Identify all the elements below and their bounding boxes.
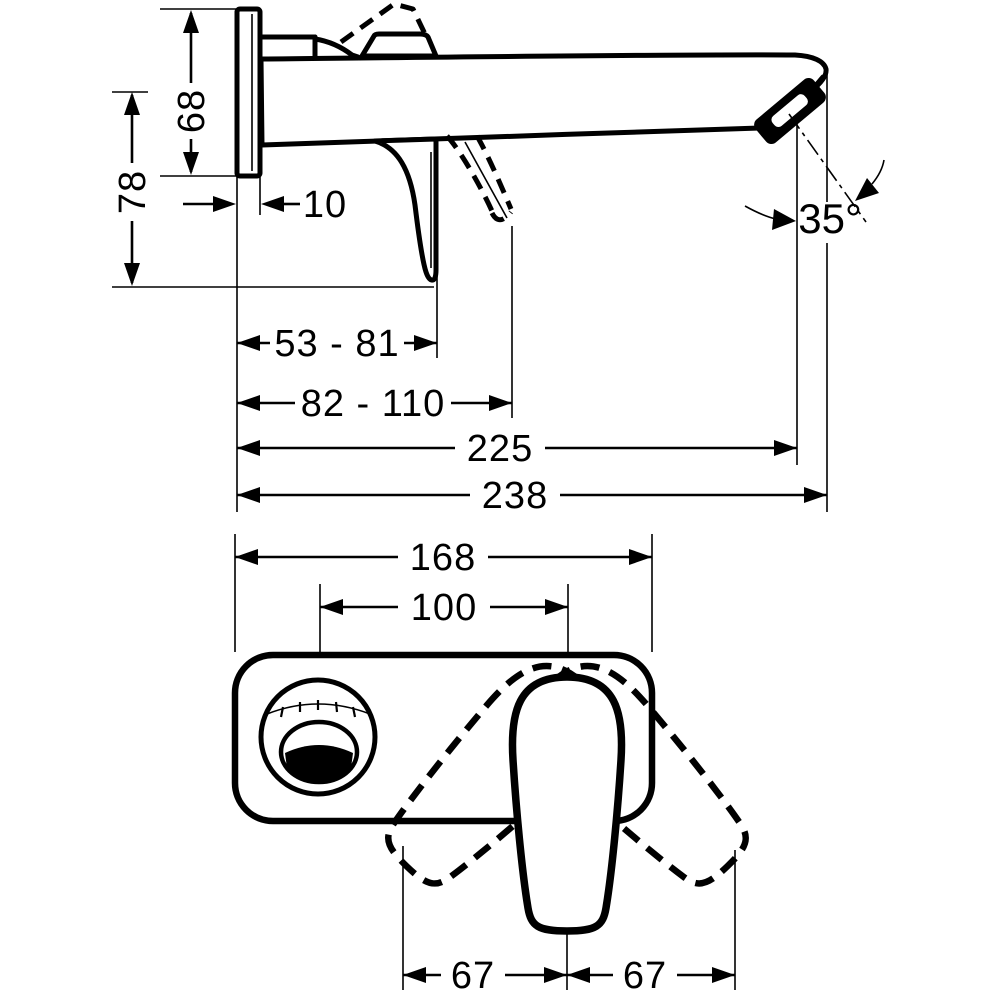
angle-reference-line bbox=[788, 113, 867, 223]
dim-lever-open-reach-label: 82 - 110 bbox=[301, 383, 446, 425]
dim-lever-swing-right-label: 67 bbox=[623, 955, 667, 997]
handle-front-solid bbox=[508, 673, 626, 935]
angle-arrow-left bbox=[772, 209, 796, 230]
dim-aerator-projection-label: 225 bbox=[467, 428, 533, 470]
handle-front-dashed-right bbox=[529, 662, 749, 887]
dim-lever-open-reach: 82 - 110 bbox=[237, 383, 512, 425]
dim-spout-length-label: 238 bbox=[482, 475, 548, 517]
aerator-front-blob bbox=[285, 745, 353, 782]
dim-plate-depth: 10 bbox=[183, 184, 347, 226]
spout-cut-face-edge bbox=[809, 74, 826, 93]
dim-aerator-projection: 225 bbox=[237, 428, 797, 470]
angle-annotation: 35° bbox=[744, 113, 885, 242]
dim-lever-closed-reach-label: 53 - 81 bbox=[274, 323, 399, 365]
handle-front-dashed-left bbox=[385, 662, 605, 887]
dim-height-overall: 78 bbox=[112, 92, 154, 286]
angle-arc-left bbox=[744, 205, 777, 220]
dim-plate-width-label: 168 bbox=[410, 537, 476, 579]
dim-lever-swing: 67 67 bbox=[403, 955, 735, 997]
dim-centers-distance: 100 bbox=[320, 587, 568, 629]
dim-plate-width: 168 bbox=[235, 537, 652, 579]
front-view: 168 100 bbox=[231, 534, 749, 997]
wall-plate-side bbox=[234, 6, 263, 179]
dim-lever-swing-left-label: 67 bbox=[451, 955, 495, 997]
dim-plate-depth-label: 10 bbox=[303, 184, 347, 226]
angle-label: 35° bbox=[798, 195, 862, 242]
dim-plate-height-label: 68 bbox=[171, 89, 213, 133]
spout-outlet-front bbox=[258, 677, 378, 797]
spout-knurl-ticks bbox=[279, 700, 357, 718]
spout-body bbox=[258, 52, 829, 148]
dim-centers-distance-label: 100 bbox=[411, 587, 477, 629]
lever-side-raised-dashed bbox=[339, 1, 428, 45]
aerator-slot bbox=[771, 94, 808, 128]
dim-plate-height: 68 bbox=[171, 10, 213, 175]
lever-side-down bbox=[372, 136, 439, 283]
lever-side-closed bbox=[359, 31, 439, 59]
angle-arrow-right bbox=[855, 178, 879, 201]
dim-spout-length: 238 bbox=[237, 475, 827, 517]
dim-lever-closed-reach: 53 - 81 bbox=[237, 323, 437, 365]
lever-collar bbox=[259, 34, 361, 60]
lever-side-open-dashed bbox=[445, 134, 514, 223]
dim-height-overall-label: 78 bbox=[112, 170, 154, 214]
aerator bbox=[754, 74, 826, 145]
side-view: 68 78 10 53 - 81 bbox=[112, 1, 885, 517]
angle-arc-right bbox=[871, 159, 885, 185]
